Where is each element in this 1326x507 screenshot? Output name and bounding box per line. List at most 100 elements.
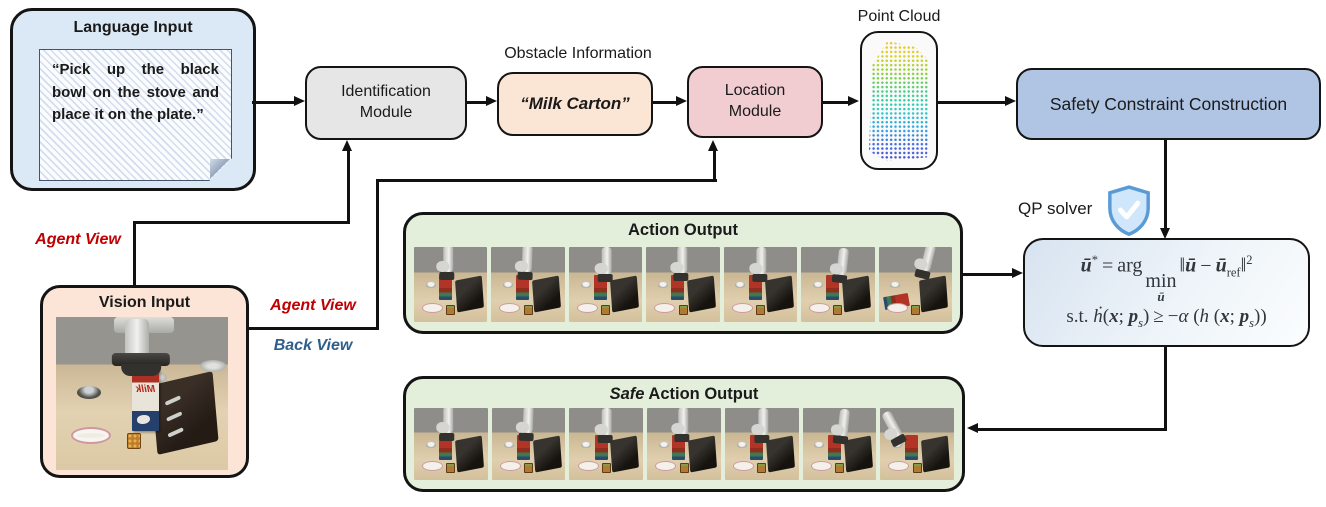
robot-frame: [723, 247, 798, 322]
packet-icon: [126, 433, 141, 450]
connector-location-to-pointcloud: [823, 101, 849, 104]
plate-icon: [499, 302, 521, 313]
robot-arm-icon: [431, 247, 465, 283]
connector-to-location: [713, 150, 716, 181]
point-cloud-label: Point Cloud: [857, 8, 941, 25]
robot-frame: [724, 408, 799, 480]
robot-arm-icon: [431, 408, 465, 444]
language-input-box: Language Input “Pick up the black bowl o…: [10, 8, 256, 191]
connector-identification-to-milk: [467, 101, 487, 104]
robot-frame: [880, 408, 955, 480]
robot-arm-icon: [746, 408, 780, 446]
robot-arm-icon: [510, 408, 545, 445]
point-cloud-box: [860, 31, 938, 170]
gripper-icon: [121, 364, 162, 376]
packet-icon: [757, 463, 767, 474]
action-output-box: Action Output: [403, 212, 963, 334]
qp-solver-label: QP solver: [1018, 199, 1093, 218]
bowl-icon: [814, 441, 825, 448]
plate-icon: [732, 461, 754, 472]
milk-carton-box: “Milk Carton”: [497, 72, 653, 136]
robot-frame: [646, 247, 720, 322]
gripper-icon: [517, 271, 533, 281]
milk-carton-icon: Milk: [131, 369, 159, 432]
stove-icon: [151, 371, 219, 456]
arrowhead: [342, 140, 352, 151]
connector-action-to-equation: [963, 273, 1013, 276]
robot-arm-icon: [823, 248, 861, 287]
milk-carton-point-cloud-icon: [868, 41, 930, 161]
robot-arm-icon: [589, 247, 623, 285]
agent-view-label-mid: Agent View: [270, 297, 356, 314]
packet-icon: [912, 463, 922, 474]
obstacle-information-label: Obstacle Information: [504, 45, 652, 62]
bowl-icon: [735, 282, 746, 289]
packet-icon: [524, 463, 534, 474]
safe-action-output-box: Safe Action Output: [403, 376, 965, 492]
arrowhead: [486, 96, 497, 106]
gripper-icon: [597, 274, 613, 282]
gripper-icon: [831, 274, 848, 284]
robot-arm-icon: [745, 247, 779, 285]
robot-arm-icon: [665, 247, 699, 284]
milk-carton-icon: [671, 274, 685, 300]
vision-input-image: Milk: [56, 317, 228, 470]
action-output-frames: [414, 247, 952, 322]
robot-frame: [414, 247, 488, 322]
robot-frame: [569, 408, 644, 480]
plate-icon: [731, 302, 753, 313]
vision-input-title: Vision Input: [98, 294, 191, 311]
plate-icon: [71, 427, 112, 445]
bowl-icon: [658, 441, 669, 448]
safety-constraint-box: Safety Constraint Construction: [1016, 68, 1321, 140]
stove-icon: [921, 434, 951, 473]
robot-frame: [802, 408, 877, 480]
robot-frame: [491, 247, 565, 322]
connector-views-up: [376, 181, 379, 330]
gripper-icon: [754, 435, 770, 443]
action-output-title: Action Output: [628, 221, 738, 239]
arrowhead: [967, 423, 978, 433]
robot-frame: [414, 408, 488, 480]
gripper-icon: [597, 435, 613, 443]
bowl-icon: [425, 282, 436, 289]
connector-pointcloud-to-scc: [938, 101, 1006, 104]
milk-carton-label: “Milk Carton”: [520, 93, 630, 113]
location-module-box: Location Module: [687, 66, 823, 138]
plate-icon: [654, 302, 676, 313]
plate-icon: [576, 302, 598, 313]
safety-constraint-label: Safety Constraint Construction: [1049, 93, 1288, 114]
shield-check-icon: [1108, 185, 1150, 237]
gripper-icon: [438, 272, 454, 280]
location-module-label: Location Module: [724, 82, 786, 120]
connector-language-to-identification: [252, 101, 296, 104]
packet-icon: [601, 304, 611, 315]
gripper-icon: [833, 435, 849, 445]
plate-icon: [886, 302, 908, 313]
packet-icon: [601, 463, 611, 474]
arrowhead: [1012, 268, 1023, 278]
connector-scc-to-equation: [1164, 140, 1167, 229]
plate-icon: [577, 461, 599, 472]
plate-icon: [655, 461, 677, 472]
packet-icon: [446, 304, 456, 315]
connector-equation-to-safe: [978, 428, 1167, 431]
language-quote: “Pick up the black bowl on the stove and…: [52, 61, 219, 123]
identification-module-label: Identification Module: [341, 83, 431, 121]
arrowhead: [708, 140, 718, 151]
connector-vision-up: [133, 223, 136, 285]
plate-icon: [810, 461, 832, 472]
packet-icon: [678, 304, 688, 315]
bowl-icon: [503, 282, 514, 289]
bowl-icon: [658, 282, 668, 289]
plate-icon: [422, 302, 444, 313]
cow-graphic-icon: [136, 414, 150, 424]
plate-icon: [499, 461, 521, 472]
packet-icon: [523, 304, 533, 315]
gripper-icon: [752, 274, 768, 282]
equation-line-2: s.t. ḣ(x; ps)≥−α (h (x; ps)): [1066, 306, 1267, 330]
language-input-title: Language Input: [73, 19, 193, 36]
bowl-icon: [503, 441, 514, 448]
gripper-icon: [518, 432, 534, 442]
